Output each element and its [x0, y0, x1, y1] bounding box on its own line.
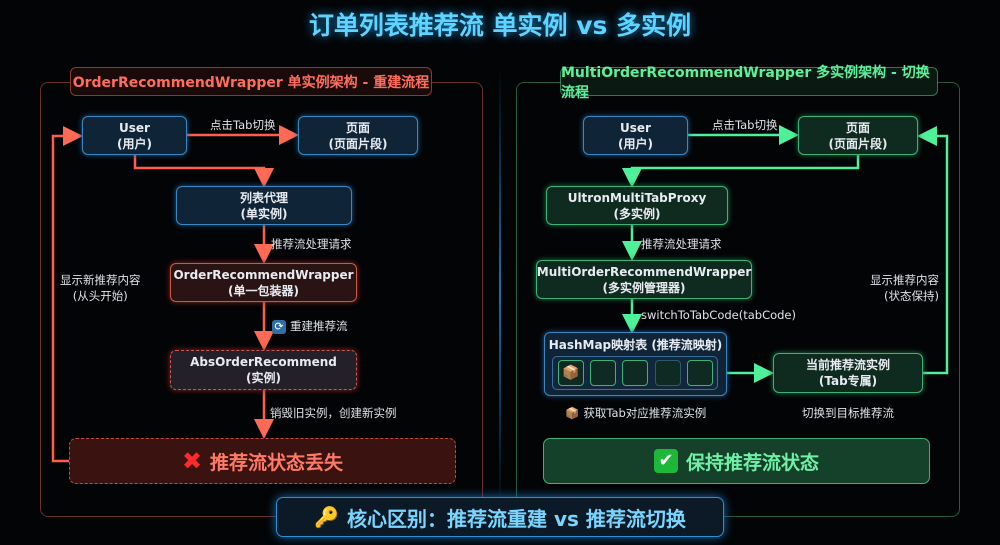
package-icon: 📦: [562, 365, 580, 381]
left-wrapper-node: OrderRecommendWrapper(单一包装器): [170, 263, 357, 302]
divider: [499, 70, 501, 510]
node-sub: (页面片段): [828, 136, 888, 151]
refresh-icon: ⟳: [272, 320, 286, 334]
right-proxy-node: UltronMultiTabProxy(多实例): [546, 186, 728, 225]
left-page-node: 页面(页面片段): [298, 116, 418, 155]
core-difference-banner: 🔑核心区别：推荐流重建 vs 推荐流切换: [276, 497, 724, 537]
switch-target-label: 切换到目标推荐流: [802, 406, 894, 420]
node-title: 当前推荐流实例: [805, 358, 890, 372]
hashmap-slot: [590, 360, 616, 386]
right-user-node: User(用户): [583, 116, 688, 155]
node-sub: (用户): [618, 136, 653, 151]
arrow-loop-right: [917, 126, 949, 375]
left-click-label: 点击Tab切换: [210, 118, 276, 132]
node-title: 页面: [845, 120, 870, 135]
left-user-node: User(用户): [82, 116, 187, 155]
node-title: User: [119, 120, 150, 135]
arrow-page-proxy: [622, 155, 860, 188]
right-loop-label: 显示推荐内容(状态保持): [870, 273, 939, 303]
left-proxy-node: 列表代理(单实例): [176, 186, 352, 225]
right-click-label: 点击Tab切换: [712, 118, 778, 132]
fetch-label: 📦获取Tab对应推荐流实例: [565, 406, 707, 420]
page-title: 订单列表推荐流 单实例 vs 多实例: [308, 11, 692, 40]
node-title: OrderRecommendWrapper: [173, 267, 354, 282]
hashmap-slot-active: 📦: [558, 360, 584, 386]
right-process-label: 推荐流处理请求: [641, 237, 722, 251]
multi-panel-header: MultiOrderRecommendWrapper 多实例架构 - 切换流程: [560, 65, 938, 101]
right-wrapper-node: MultiOrderRecommendWrapper(多实例管理器): [536, 260, 752, 299]
arrow-user-proxy: [133, 155, 274, 188]
left-result-box: ✖推荐流状态丢失: [69, 438, 456, 484]
package-icon: 📦: [565, 406, 580, 420]
left-abs-node: AbsOrderRecommend (实例): [170, 350, 357, 390]
left-loop-label: 显示新推荐内容(从头开始): [60, 273, 141, 303]
node-sub: (多实例): [613, 206, 661, 221]
node-sub: (单实例): [240, 206, 288, 221]
left-rebuild-label: ⟳重建推荐流: [272, 318, 348, 334]
node-sub: (实例): [246, 371, 281, 385]
node-title: MultiOrderRecommendWrapper: [536, 264, 752, 279]
hashmap-slot: [687, 360, 713, 386]
node-title: 页面: [345, 120, 370, 135]
node-sub: (多实例管理器): [602, 280, 686, 295]
node-sub: (页面片段): [328, 136, 388, 151]
switch-code-label: switchToTabCode(tabCode): [641, 308, 796, 322]
hashmap-slot: [655, 360, 681, 386]
key-icon: 🔑: [314, 505, 340, 529]
right-result-box: ✔保持推荐流状态: [543, 438, 930, 484]
left-destroy-label: 销毁旧实例，创建新实例: [270, 406, 397, 420]
hashmap-slot: [622, 360, 648, 386]
node-sub: (Tab专属): [818, 374, 878, 388]
node-title: AbsOrderRecommend: [190, 355, 337, 369]
left-process-label: 推荐流处理请求: [271, 237, 352, 251]
node-sub: (用户): [117, 136, 152, 151]
check-icon: ✔: [653, 449, 678, 473]
cross-icon: ✖: [181, 447, 203, 475]
node-title: UltronMultiTabProxy: [567, 190, 707, 205]
right-page-node: 页面(页面片段): [798, 116, 918, 155]
single-panel-header: OrderRecommendWrapper 单实例架构 - 重建流程: [70, 67, 432, 96]
node-title: HashMap映射表 (推荐流映射): [548, 338, 723, 352]
node-title: 列表代理: [239, 190, 288, 205]
current-instance-node: 当前推荐流实例 (Tab专属): [773, 353, 923, 393]
node-title: User: [620, 120, 651, 135]
arrow-loop-left: [51, 126, 83, 463]
node-sub: (单一包装器): [228, 283, 299, 298]
